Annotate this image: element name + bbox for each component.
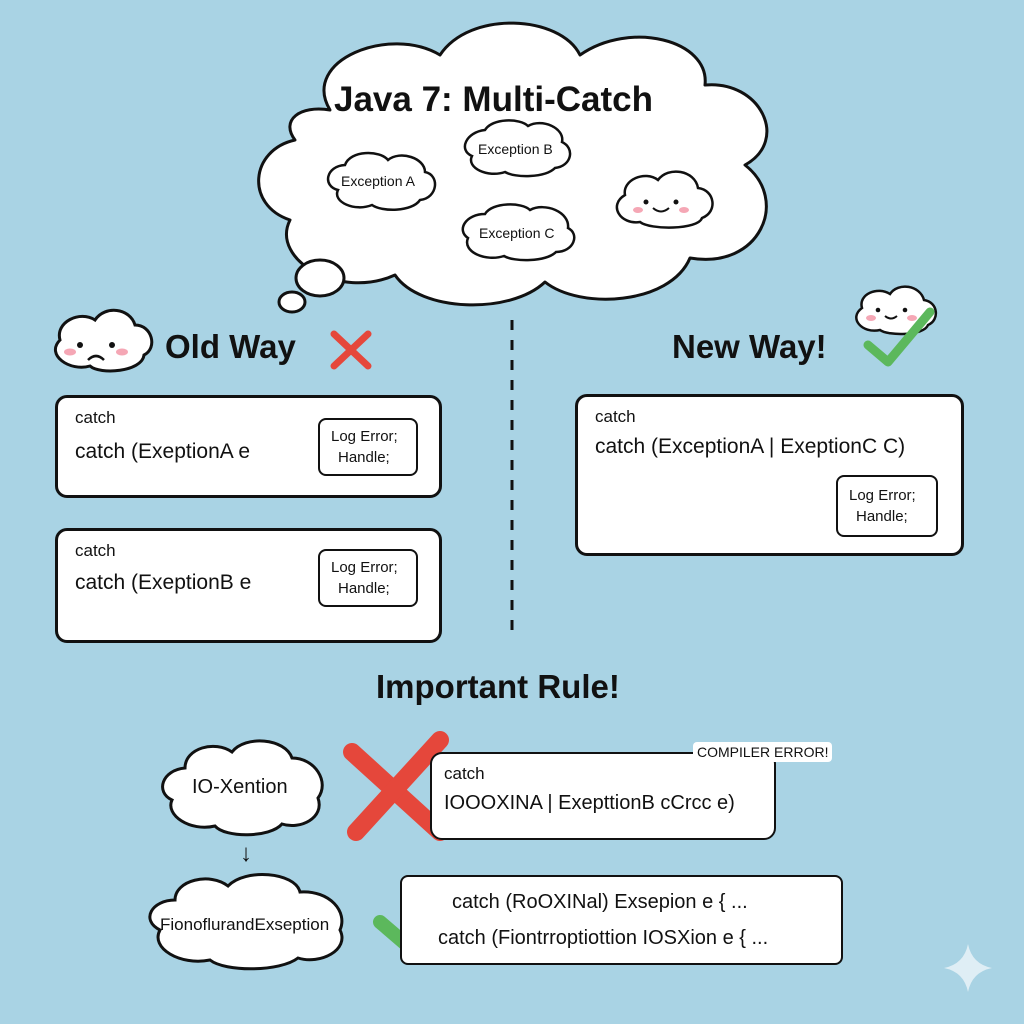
handler-bubble: Log Error; Handle; xyxy=(836,475,938,537)
catch-code: catch (ExeptionB e xyxy=(75,571,252,594)
bubble-line-1: Log Error; xyxy=(331,428,398,445)
parent-exception-cloud xyxy=(161,739,324,837)
old-catch-block-b: catch catch (ExeptionB e Log Error; Hand… xyxy=(55,528,442,643)
catch-code: IOOOXINA | ExepttionB cCrcc e) xyxy=(444,792,735,814)
parent-exception-label: IO-Xention xyxy=(192,776,288,798)
error-cross-icon xyxy=(343,731,449,841)
bubble-line-2: Handle; xyxy=(338,449,390,466)
exception-c-label: Exception C xyxy=(479,225,555,241)
cross-icon xyxy=(330,330,372,370)
inheritance-arrow: ↓ xyxy=(240,840,252,867)
catch-line-2: catch (Fiontrroptiottion IOSXion e { ... xyxy=(438,927,769,949)
compiler-error-badge: COMPILER ERROR! xyxy=(693,742,833,762)
exception-c-cloud xyxy=(461,203,576,262)
catch-keyword: catch xyxy=(595,407,636,426)
catch-line-1: catch (RoOXINal) Exsepion e { ... xyxy=(452,891,748,913)
sparkle-icon xyxy=(944,944,992,992)
old-way-heading: Old Way xyxy=(165,328,296,365)
exception-a-label: Exception A xyxy=(341,173,415,189)
rule-heading: Important Rule! xyxy=(376,668,620,705)
child-exception-cloud xyxy=(148,873,344,971)
child-exception-label: FionoflurandExseption xyxy=(160,915,330,934)
bubble-line-1: Log Error; xyxy=(331,559,398,576)
happy-cloud-right-icon xyxy=(855,285,937,336)
catch-code: catch (ExceptionA | ExeptionC C) xyxy=(595,435,906,458)
catch-keyword: catch xyxy=(444,764,485,783)
catch-keyword: catch xyxy=(75,541,116,560)
exception-a-cloud xyxy=(326,151,437,211)
new-way-heading: New Way! xyxy=(672,328,827,365)
bubble-line-2: Handle; xyxy=(856,508,908,525)
handler-bubble: Log Error; Handle; xyxy=(318,418,418,476)
invalid-catch-block: catch IOOOXINA | ExepttionB cCrcc e) xyxy=(430,752,776,840)
catch-keyword: catch xyxy=(75,408,116,427)
happy-cloud-icon xyxy=(615,170,714,229)
bubble-line-2: Handle; xyxy=(338,580,390,597)
exception-b-label: Exception B xyxy=(478,141,553,157)
valid-catch-block: catch (RoOXINal) Exsepion e { ... catch … xyxy=(400,875,843,965)
sad-cloud-icon xyxy=(53,309,154,373)
exception-b-cloud xyxy=(463,119,572,178)
old-catch-block-a: catch catch (ExeptionA e Log Error; Hand… xyxy=(55,395,442,498)
catch-code: catch (ExeptionA e xyxy=(75,440,251,463)
check-icon xyxy=(863,307,935,367)
page-title: Java 7: Multi-Catch xyxy=(334,80,653,119)
new-catch-block: catch catch (ExceptionA | ExeptionC C) L… xyxy=(575,394,964,556)
bubble-line-1: Log Error; xyxy=(849,487,916,504)
thought-trail xyxy=(277,258,346,314)
handler-bubble: Log Error; Handle; xyxy=(318,549,418,607)
